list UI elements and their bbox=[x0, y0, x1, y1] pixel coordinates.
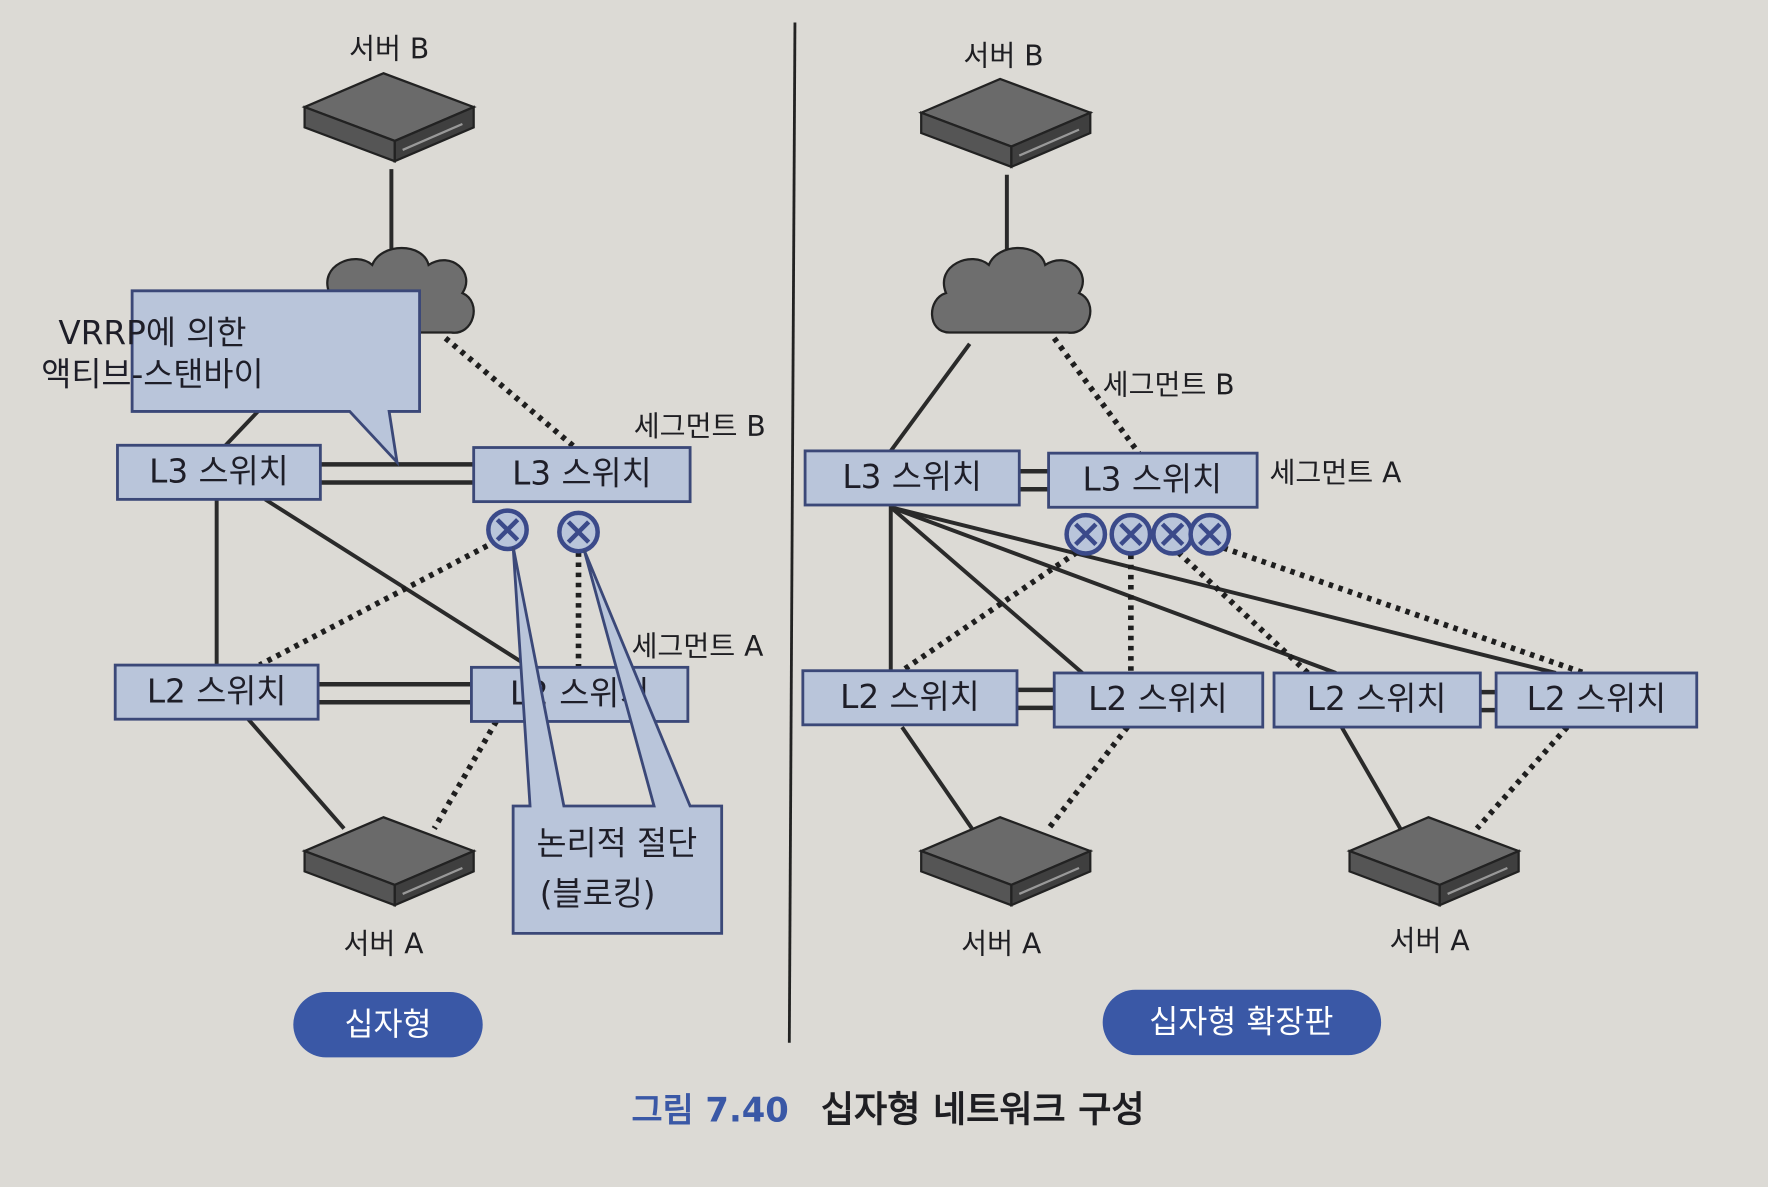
l2-switch-left: L2 스위치 bbox=[113, 663, 320, 721]
link-dotted bbox=[1474, 725, 1570, 831]
link bbox=[1339, 726, 1402, 830]
l2-switch-right: L2 스위치 bbox=[470, 665, 690, 723]
link-dotted bbox=[443, 336, 577, 450]
l3-switch-left: L3 스위치 bbox=[116, 443, 322, 501]
l2-switch-2: L2 스위치 bbox=[1052, 671, 1265, 729]
figure-number: 그림 7.40 bbox=[631, 1091, 788, 1130]
server-b-icon bbox=[303, 72, 475, 163]
svg-text:L3 스위치: L3 스위치 bbox=[1082, 460, 1222, 498]
badge-cross: 십자형 bbox=[293, 991, 483, 1058]
segment-b-label: 세그먼트 B bbox=[634, 410, 766, 443]
svg-text:L3 스위치: L3 스위치 bbox=[149, 452, 289, 490]
link-dotted bbox=[1046, 725, 1130, 831]
segment-a-label: 세그먼트 A bbox=[1270, 456, 1403, 489]
l3-switch-right: L3 스위치 bbox=[472, 446, 692, 504]
blocking-x-icon bbox=[1191, 515, 1229, 553]
svg-text:(블로킹): (블로킹) bbox=[540, 875, 656, 913]
callout-blocking: 논리적 절단 (블로킹) bbox=[511, 546, 724, 935]
link bbox=[246, 717, 346, 830]
left-diagram: 서버 B 세그먼트 B 세그먼트 A L3 스위치 L3 스위치 L2 스위치 … bbox=[41, 33, 766, 1058]
l2-switch-3: L2 스위치 bbox=[1272, 671, 1482, 729]
blocking-x-icon bbox=[488, 511, 526, 549]
blocking-x-icon bbox=[1067, 515, 1105, 553]
link-dotted bbox=[431, 720, 499, 830]
svg-text:L2 스위치: L2 스위치 bbox=[1307, 680, 1447, 718]
server-a-label: 서버 A bbox=[961, 928, 1042, 961]
server-a-icon bbox=[1348, 816, 1520, 907]
svg-text:L2 스위치: L2 스위치 bbox=[1527, 680, 1667, 718]
server-a-label: 서버 A bbox=[1390, 924, 1471, 957]
segment-a-label: 세그먼트 A bbox=[631, 630, 764, 663]
svg-text:L2 스위치: L2 스위치 bbox=[840, 678, 980, 716]
link bbox=[890, 505, 1557, 675]
svg-text:VRRP에 의한: VRRP에 의한 bbox=[58, 314, 246, 352]
svg-text:논리적 절단: 논리적 절단 bbox=[536, 824, 697, 862]
blocking-x-icon bbox=[559, 513, 597, 551]
l2-switch-1: L2 스위치 bbox=[801, 669, 1019, 727]
svg-text:십자형 확장판: 십자형 확장판 bbox=[1149, 1005, 1333, 1041]
divider bbox=[787, 22, 797, 1043]
l2-switch-4: L2 스위치 bbox=[1494, 671, 1699, 729]
link-dotted bbox=[258, 538, 498, 668]
svg-text:십자형: 십자형 bbox=[344, 1007, 431, 1043]
server-a-label: 서버 A bbox=[343, 928, 424, 961]
svg-text:L2 스위치: L2 스위치 bbox=[1088, 680, 1228, 718]
l3-switch-left: L3 스위치 bbox=[803, 449, 1021, 507]
server-a-icon bbox=[303, 816, 475, 907]
svg-text:L2 스위치: L2 스위치 bbox=[147, 672, 287, 710]
svg-text:액티브-스탠바이: 액티브-스탠바이 bbox=[41, 356, 263, 394]
link-dotted bbox=[1051, 336, 1142, 455]
blocking-x-icon bbox=[1153, 515, 1191, 553]
badge-cross-extended: 십자형 확장판 bbox=[1102, 989, 1382, 1056]
server-b-label: 서버 B bbox=[349, 33, 429, 66]
link bbox=[890, 505, 1337, 675]
server-a-icon bbox=[920, 816, 1092, 907]
server-b-label: 서버 B bbox=[963, 39, 1043, 72]
link bbox=[889, 342, 972, 453]
callout-vrrp: VRRP에 의한 액티브-스탠바이 bbox=[41, 289, 421, 467]
link bbox=[264, 497, 532, 670]
svg-text:L3 스위치: L3 스위치 bbox=[512, 455, 652, 493]
server-b-icon bbox=[920, 77, 1092, 168]
l3-switch-right: L3 스위치 bbox=[1047, 451, 1259, 509]
right-diagram: 서버 B 세그먼트 B 세그먼트 A L3 스위치 L3 스위치 L2 스위치 … bbox=[801, 39, 1699, 1056]
link-dotted bbox=[900, 550, 1079, 674]
svg-text:L3 스위치: L3 스위치 bbox=[842, 458, 982, 496]
link-dotted bbox=[1222, 545, 1585, 676]
figure-title: 십자형 네트워크 구성 bbox=[821, 1089, 1145, 1131]
segment-b-label: 세그먼트 B bbox=[1103, 369, 1235, 402]
blocking-x-icon bbox=[1112, 515, 1150, 553]
link bbox=[900, 725, 974, 830]
link bbox=[889, 505, 1084, 675]
cloud-icon bbox=[930, 246, 1092, 334]
